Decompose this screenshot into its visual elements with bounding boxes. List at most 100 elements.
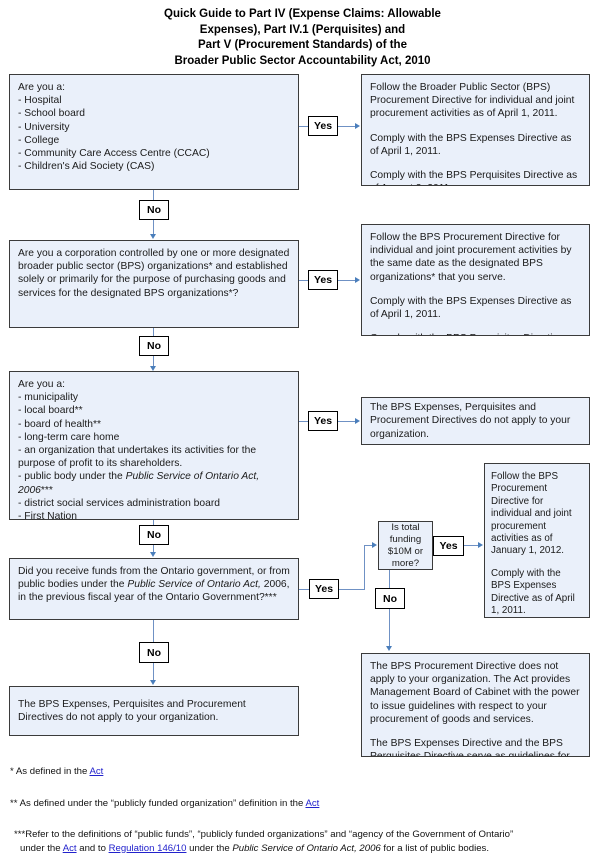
connector-q3-no-top (153, 520, 155, 525)
title-line-2: Expenses), Part IV.1 (Perquisites) and (199, 23, 406, 36)
arrowhead-q2-yes (355, 276, 360, 283)
connector-q3-no-bottom (153, 545, 155, 554)
arrowhead-q1-no (150, 234, 156, 239)
a6-paragraph-1: The BPS Procurement Directive does not a… (370, 661, 580, 725)
label-yes-1: Yes (308, 116, 338, 136)
label-no-2: No (139, 336, 169, 356)
arrowhead-q5-no (386, 646, 392, 651)
footnote-3-and-to: and to (76, 842, 109, 854)
a2-paragraph-1: Follow the BPS Procurement Directive for… (370, 232, 572, 283)
footnote-1-act-link[interactable]: Act (89, 766, 104, 777)
connector-q1-no-bottom (153, 220, 155, 236)
q3-item-5: - district social services administratio… (18, 497, 221, 509)
q3-public-body-suffix: *** (40, 484, 53, 496)
q3-item-3: - long-term care home (18, 431, 120, 443)
connector-q2-no-bottom (153, 356, 155, 368)
connector-q5-no-bottom (389, 609, 391, 649)
a6-paragraph-2: The BPS Expenses Directive and the BPS P… (370, 738, 570, 757)
footnote-1: * As defined in the Act (10, 765, 410, 779)
footnote-3-tail: for a list of public bodies. (380, 842, 490, 854)
arrowhead-q3-yes (355, 417, 360, 424)
a2-paragraph-2: Comply with the BPS Expenses Directive a… (370, 295, 572, 321)
q3-item-6: - First Nation (18, 511, 77, 520)
footnote-2-text: ** As defined under the “publicly funded… (10, 798, 306, 809)
q4-act-italic: Public Service of Ontario Act, (127, 579, 261, 591)
question-box-5: Is total funding $10M or more? (378, 521, 433, 570)
q3-public-body-prefix: - public body under the (18, 471, 126, 483)
q3-item-4: - an organization that undertakes its ac… (18, 445, 259, 470)
q3-item-0: - municipality (18, 392, 79, 404)
a5-paragraph-2: Comply with the BPS Expenses Directive a… (491, 567, 575, 617)
label-no-5: No (375, 588, 405, 609)
footnote-3-line-2: under the Act and to Regulation 146/10 u… (10, 842, 602, 856)
connector-q4-to-q5-vert (364, 545, 366, 590)
q5-text: Is total funding $10M or more? (387, 521, 426, 569)
connector-q2-no-top (153, 328, 155, 336)
q4-prefix: Did you receive funds from the Ontario g… (18, 566, 293, 591)
connector-q2-yes-left (299, 280, 308, 282)
arrowhead-q2-no (150, 366, 156, 371)
q1-item-1: - School board (18, 108, 85, 120)
arrowhead-q5-yes (478, 541, 483, 548)
outcome-box-6: The BPS Procurement Directive does not a… (361, 653, 590, 757)
footnote-3-act-link[interactable]: Act (62, 842, 77, 854)
connector-q4-no-top (153, 620, 155, 642)
q4-text: Did you receive funds from the Ontario g… (18, 565, 291, 605)
a1-paragraph-3: Comply with the BPS Perquisites Directiv… (370, 170, 578, 185)
label-yes-3: Yes (308, 411, 338, 431)
page-title: Quick Guide to Part IV (Expense Claims: … (0, 7, 605, 69)
q4-suffix: 2006, in the previous fiscal year of the… (18, 579, 293, 604)
a4-text: The BPS Expenses, Perquisites and Procur… (18, 698, 249, 723)
outcome-box-2: Follow the BPS Procurement Directive for… (361, 224, 590, 336)
label-yes-5: Yes (433, 536, 464, 556)
q1-item-0: - Hospital (18, 95, 62, 107)
connector-q4-yes-right (339, 589, 365, 591)
footnote-3-under-the-2: under the (186, 842, 233, 854)
a3-text: The BPS Expenses, Perquisites and Procur… (370, 402, 574, 440)
arrowhead-q4-no (150, 680, 156, 685)
connector-q5-yes-right (464, 545, 479, 547)
label-no-1: No (139, 200, 169, 220)
connector-q4-no-bottom (153, 663, 155, 683)
label-yes-4: Yes (309, 579, 339, 599)
connector-q3-yes-right (338, 421, 356, 423)
question-box-3: Are you a: - municipality - local board*… (9, 371, 299, 520)
connector-q4-to-q5-horiz (364, 545, 373, 547)
footnote-3-regulation-link[interactable]: Regulation 146/10 (108, 842, 187, 854)
a1-paragraph-1: Follow the Broader Public Sector (BPS) P… (370, 82, 575, 120)
question-box-4: Did you receive funds from the Ontario g… (9, 558, 299, 620)
arrowhead-q1-yes (355, 122, 360, 129)
q1-item-2: - University (18, 121, 70, 133)
title-line-4: Broader Public Sector Accountability Act… (174, 54, 431, 67)
q2-text: Are you a corporation controlled by one … (18, 248, 293, 299)
outcome-box-5: Follow the BPS Procurement Directive for… (484, 463, 590, 618)
label-no-4: No (139, 642, 169, 663)
footnote-2-act-link[interactable]: Act (305, 798, 320, 809)
q1-heading: Are you a: (18, 82, 65, 93)
arrowhead-q3-no (150, 552, 156, 557)
a2-paragraph-3: Comply with the BPS Perquisites Directiv… (370, 332, 582, 335)
question-box-2: Are you a corporation controlled by one … (9, 240, 299, 328)
q1-item-3: - College (18, 134, 60, 146)
q3-item-1: - local board** (18, 405, 83, 417)
q3-public-body-act: Public Service of Ontario Act, 2006 (18, 471, 263, 496)
connector-q1-no-top (153, 190, 155, 200)
outcome-box-3: The BPS Expenses, Perquisites and Procur… (361, 397, 590, 445)
connector-q1-yes-left (299, 126, 308, 128)
q3-heading: Are you a: (18, 379, 65, 390)
q1-item-5: - Children's Aid Society (CAS) (18, 161, 155, 173)
title-line-3: Part V (Procurement Standards) of the (198, 39, 407, 51)
connector-q5-no-top (389, 570, 391, 588)
footnote-3-under-the: under the (20, 842, 63, 854)
label-yes-2: Yes (308, 270, 338, 290)
footnote-3-act-italic: Public Service of Ontario Act, 2006 (232, 842, 381, 854)
outcome-box-1: Follow the Broader Public Sector (BPS) P… (361, 74, 590, 186)
connector-q3-yes-left (299, 421, 308, 423)
label-no-3: No (139, 525, 169, 545)
title-line-1: Quick Guide to Part IV (Expense Claims: … (164, 8, 441, 20)
arrowhead-q4-to-q5 (372, 541, 377, 548)
a1-paragraph-2: Comply with the BPS Expenses Directive a… (370, 132, 572, 157)
connector-q1-yes-right (338, 126, 356, 128)
q3-item-2: - board of health** (18, 418, 102, 430)
